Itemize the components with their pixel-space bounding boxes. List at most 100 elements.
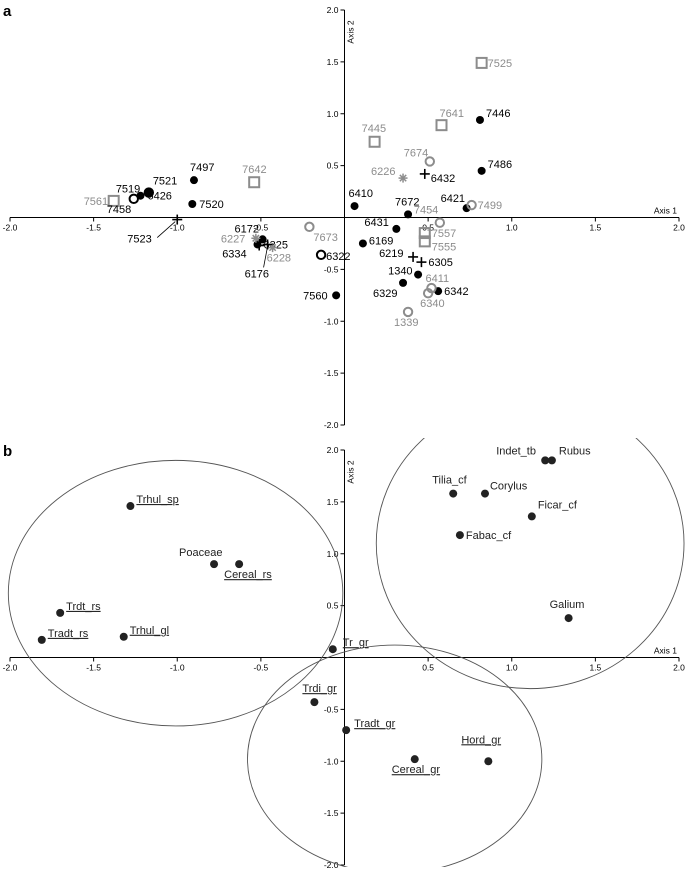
point-label-7673: 7673 [313,232,337,244]
x-tick-label: -1.0 [170,663,185,673]
point-label-Tradt_rs: Tradt_rs [48,628,89,640]
point-label-Trdt_rs: Trdt_rs [66,601,101,613]
point-label-7520: 7520 [199,199,223,211]
point-label-6342: 6342 [444,286,468,298]
point-label-1339: 1339 [394,317,418,329]
point-label-6410: 6410 [349,188,373,200]
point-marker-6329 [399,278,408,287]
point-label-Poaceae: Poaceae [179,547,222,559]
point-marker-6432 [419,168,430,179]
point-label-7521: 7521 [153,176,177,188]
point-marker-7497 [189,176,198,185]
point-label-7641: 7641 [440,108,464,120]
y-tick-label: -1.0 [324,756,339,766]
x-axis-title: Axis 1 [654,646,677,656]
point-marker-Tilia_cf [449,489,458,498]
point-label-Tradt_gr: Tradt_gr [354,718,396,730]
x-tick-label: 1.0 [506,663,518,673]
point-marker-Tradt_gr [342,726,351,735]
point-marker-6227 [251,233,261,243]
y-axis-title: Axis 2 [346,20,356,43]
y-tick-label: 1.5 [327,497,339,507]
x-tick-label: -0.5 [254,663,269,673]
point-marker-Trhul_sp [126,502,135,511]
point-label-6219: 6219 [379,248,403,260]
point-marker-Ficar_cf [527,512,536,521]
point-label-Trdi_gr: Trdi_gr [302,683,337,695]
point-label-Cereal_gr: Cereal_gr [392,764,441,776]
y-tick-label: 0.5 [327,601,339,611]
point-marker-6172 [258,235,267,244]
x-tick-label: -2.0 [3,663,18,673]
point-label-6172: 6172 [235,223,259,235]
point-label-7458: 7458 [107,204,131,216]
y-tick-label: 1.0 [327,109,339,119]
point-marker-7486 [477,166,486,175]
point-marker-7560 [332,291,341,300]
point-label-7642: 7642 [242,164,266,176]
point-marker-Cereal_rs [235,560,244,569]
y-tick-label: 0.5 [327,161,339,171]
leader-line [263,246,268,268]
point-marker-7642 [248,176,261,189]
point-marker-Rubus [547,456,556,465]
point-marker-7458 [128,193,139,205]
point-marker-6340 [422,288,434,299]
point-marker-6334 [254,240,265,251]
point-label-Tr_gr: Tr_gr [343,637,369,649]
point-marker-7446 [475,115,484,124]
point-label-7499: 7499 [478,200,502,212]
point-label-7557: 7557 [432,228,456,240]
point-label-7446: 7446 [486,108,510,120]
point-label-6340: 6340 [420,298,444,310]
y-tick-label: -2.0 [324,420,339,430]
point-label-7560: 7560 [303,290,327,302]
point-label-1340: 1340 [388,266,412,278]
group-ellipse-3 [247,644,543,867]
point-label-7555: 7555 [432,241,456,253]
y-tick-label: -1.5 [324,368,339,378]
point-marker-Fabac_cf [455,531,464,540]
point-marker-Trdt_rs [56,608,65,617]
point-marker-6305 [416,257,427,268]
point-marker-Trhul_gl [119,632,128,641]
y-tick-label: -1.5 [324,808,339,818]
point-marker-7520 [188,200,197,209]
point-label-7454: 7454 [414,205,438,217]
point-marker-7521 [144,188,153,197]
point-marker-Poaceae [210,560,219,569]
point-label-6432: 6432 [431,173,455,185]
point-marker-Trdi_gr [310,698,319,707]
point-marker-Galium [564,614,573,623]
y-tick-label: -0.5 [324,264,339,274]
point-marker-1340 [414,270,423,279]
point-label-Fabac_cf: Fabac_cf [466,530,512,542]
point-marker-7674 [424,156,435,167]
point-label-Indet_tb: Indet_tb [496,445,536,457]
point-label-Trhul_sp: Trhul_sp [136,494,178,506]
y-tick-label: -2.0 [324,860,339,870]
point-label-6305: 6305 [428,257,452,269]
group-ellipse-2 [375,438,685,690]
point-marker-6410 [350,202,359,211]
group-ellipse-1 [7,459,344,727]
point-marker-7454 [434,217,446,228]
point-marker-Tr_gr [328,645,337,654]
x-tick-label: 1.5 [589,223,601,233]
x-tick-label: -1.5 [86,223,101,233]
x-tick-label: 2.0 [673,663,685,673]
point-marker-Hord_gr [484,757,493,766]
star-stroke [399,174,407,182]
x-tick-label: 2.0 [673,223,685,233]
point-label-7525: 7525 [488,58,512,70]
point-marker-6169 [358,239,367,248]
point-marker-7673 [304,221,315,233]
point-marker-7499 [466,199,477,211]
leader-line [156,221,176,238]
x-tick-label: 1.5 [589,663,601,673]
x-tick-label: -2.0 [3,223,18,233]
x-tick-label: -0.5 [254,223,269,233]
